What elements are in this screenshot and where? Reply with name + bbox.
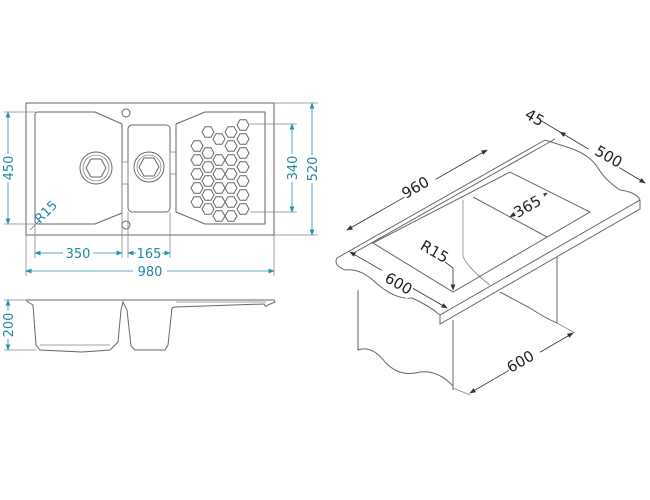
side-view: 200	[1, 299, 276, 353]
drainer-hex	[201, 175, 215, 187]
drainer-hex	[212, 168, 226, 180]
drainer-hex	[224, 196, 238, 208]
drainer-hex	[224, 182, 238, 194]
drainer-hex	[212, 210, 226, 222]
tap-hole	[121, 108, 131, 118]
drainer-hex	[224, 168, 238, 180]
drainer-hex	[224, 126, 238, 138]
drainer-hex	[201, 147, 215, 159]
drainer-hex	[201, 203, 215, 215]
dim-960: 960	[346, 149, 488, 231]
drainer-hex	[224, 210, 238, 222]
dim-350-label: 350	[66, 247, 91, 262]
sink-outline	[25, 102, 275, 236]
main-bowl	[34, 111, 123, 225]
sink-profile	[24, 299, 276, 353]
dim-45-label: 45	[522, 105, 548, 130]
drainer-hex	[236, 119, 250, 131]
dim-500: 500	[559, 131, 646, 184]
dim-340-label: 340	[286, 156, 301, 181]
drainer-hex	[201, 189, 215, 201]
drainer-hex	[236, 147, 250, 159]
cabinet-back	[499, 257, 558, 324]
dim-340: 340	[250, 123, 301, 213]
drainer-hex	[190, 154, 204, 166]
top-view: 450 R15 340 520 350 165	[1, 102, 321, 280]
drainer-hex	[190, 140, 204, 152]
drainer-hex	[236, 133, 250, 145]
drainer-hex	[236, 161, 250, 173]
dim-r15-label: R15	[32, 198, 61, 227]
drainer-hex	[190, 196, 204, 208]
drainer-hex	[212, 133, 226, 145]
overflow-hole	[121, 220, 131, 230]
cabinet-side	[357, 290, 454, 388]
drainer	[175, 111, 266, 225]
drainer-hex	[212, 182, 226, 194]
dim-200-label: 200	[2, 313, 17, 338]
main-drain	[79, 151, 113, 185]
dim-r15-iso: R15	[417, 236, 456, 291]
drainer-hex	[236, 203, 250, 215]
isometric-view: 960 45 500 365 R15 600 600	[335, 105, 646, 396]
drainer-hex-pattern	[190, 119, 250, 222]
drainer-hex	[236, 175, 250, 187]
drainer-hex	[201, 161, 215, 173]
drainer-hex	[224, 154, 238, 166]
dim-200: 200	[1, 299, 36, 351]
dim-520-label: 520	[306, 157, 321, 182]
drainer-hex	[224, 140, 238, 152]
dim-520: 520	[274, 102, 321, 236]
drainer-hex	[212, 154, 226, 166]
overflow-slot	[121, 161, 129, 185]
overflow-slot	[169, 151, 177, 175]
dim-365: 365	[509, 188, 549, 222]
dim-350-165: 350 165	[34, 184, 171, 262]
drainer-hex	[201, 126, 215, 138]
countertop-back-line	[351, 138, 556, 255]
dim-165-label: 165	[137, 247, 162, 262]
drainer-hex	[190, 168, 204, 180]
countertop	[335, 139, 641, 316]
small-drain	[133, 151, 165, 183]
dim-600-bottom: 600	[452, 322, 576, 396]
countertop-back	[336, 139, 546, 259]
countertop-edge	[439, 200, 641, 325]
dim-45: 45	[522, 105, 561, 133]
drainer-hex	[212, 196, 226, 208]
drainer-hex	[190, 182, 204, 194]
dim-450-label: 450	[2, 156, 17, 181]
dim-980-label: 980	[138, 265, 163, 280]
drainer-hex	[236, 189, 250, 201]
dim-980: 980	[25, 235, 275, 280]
dim-450: 450	[1, 111, 35, 225]
dim-r15-iso-label: R15	[417, 236, 452, 266]
